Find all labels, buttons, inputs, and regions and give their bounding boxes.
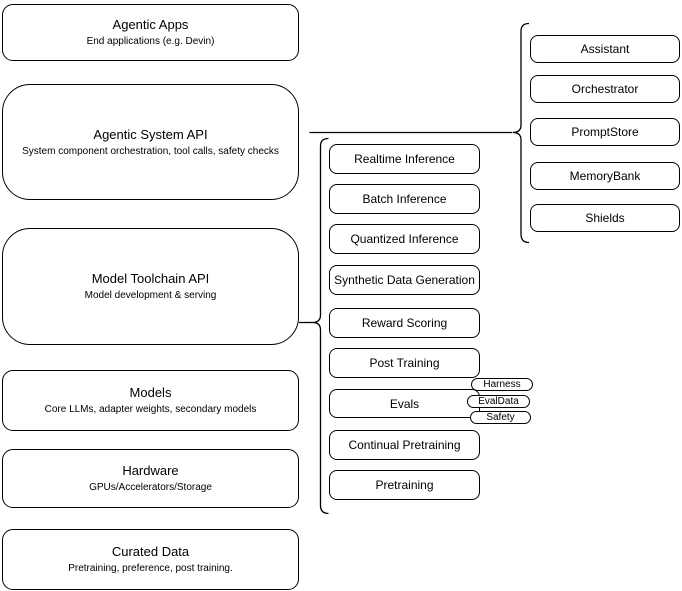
node-post-training: Post Training — [329, 348, 480, 378]
tag-harness: Harness — [471, 378, 533, 391]
node-label: MemoryBank — [569, 169, 641, 183]
node-model-toolchain-api: Model Toolchain API Model development & … — [2, 228, 299, 345]
node-subtitle: Model development & serving — [84, 290, 217, 301]
node-pretraining: Pretraining — [329, 470, 480, 500]
node-label: Pretraining — [375, 478, 434, 492]
node-title: Models — [129, 385, 172, 400]
tag-label: EvalData — [478, 396, 519, 407]
node-label: Realtime Inference — [354, 152, 455, 166]
node-title: Hardware — [122, 463, 179, 478]
node-label: Assistant — [580, 42, 630, 56]
tag-safety: Safety — [470, 411, 531, 424]
tag-evaldata: EvalData — [467, 395, 530, 408]
node-subtitle: End applications (e.g. Devin) — [86, 36, 215, 47]
node-label: Reward Scoring — [361, 316, 448, 330]
node-title: Agentic Apps — [112, 17, 189, 32]
node-label: Synthetic Data Generation — [334, 273, 475, 287]
node-title: Agentic System API — [93, 126, 208, 142]
node-label: Post Training — [369, 356, 440, 370]
node-subtitle: Core LLMs, adapter weights, secondary mo… — [44, 404, 257, 415]
node-label: Shields — [585, 211, 625, 225]
brace-system-components — [512, 22, 530, 244]
node-title: Model Toolchain API — [91, 271, 210, 286]
node-orchestrator: Orchestrator — [530, 75, 680, 103]
node-shields: Shields — [530, 204, 680, 232]
node-assistant: Assistant — [530, 35, 680, 63]
node-continual-pretraining: Continual Pretraining — [329, 430, 480, 460]
node-label: Orchestrator — [571, 82, 639, 96]
node-agentic-system-api: Agentic System API System component orch… — [2, 84, 299, 200]
node-quantized-inference: Quantized Inference — [329, 224, 480, 254]
node-hardware: Hardware GPUs/Accelerators/Storage — [2, 449, 299, 508]
node-batch-inference: Batch Inference — [329, 184, 480, 214]
node-title: Curated Data — [111, 544, 190, 559]
tag-label: Safety — [486, 412, 515, 423]
node-evals: Evals — [329, 389, 480, 418]
node-memorybank: MemoryBank — [530, 162, 680, 190]
node-realtime-inference: Realtime Inference — [329, 144, 480, 174]
node-label: Batch Inference — [362, 192, 447, 206]
node-label: Continual Pretraining — [348, 438, 461, 452]
node-subtitle: System component orchestration, tool cal… — [22, 145, 279, 157]
node-subtitle: Pretraining, preference, post training. — [68, 563, 233, 574]
node-promptstore: PromptStore — [530, 118, 680, 146]
node-label: Evals — [389, 396, 420, 411]
brace-toolchain-components — [312, 137, 329, 515]
node-curated-data: Curated Data Pretraining, preference, po… — [2, 529, 299, 590]
tag-label: Harness — [483, 379, 521, 390]
node-label: Quantized Inference — [350, 232, 459, 246]
node-synthetic-data-generation: Synthetic Data Generation — [329, 265, 480, 295]
node-label: PromptStore — [571, 125, 639, 139]
node-subtitle: GPUs/Accelerators/Storage — [89, 482, 212, 493]
node-models: Models Core LLMs, adapter weights, secon… — [2, 370, 299, 431]
node-agentic-apps: Agentic Apps End applications (e.g. Devi… — [2, 4, 299, 61]
node-reward-scoring: Reward Scoring — [329, 308, 480, 338]
